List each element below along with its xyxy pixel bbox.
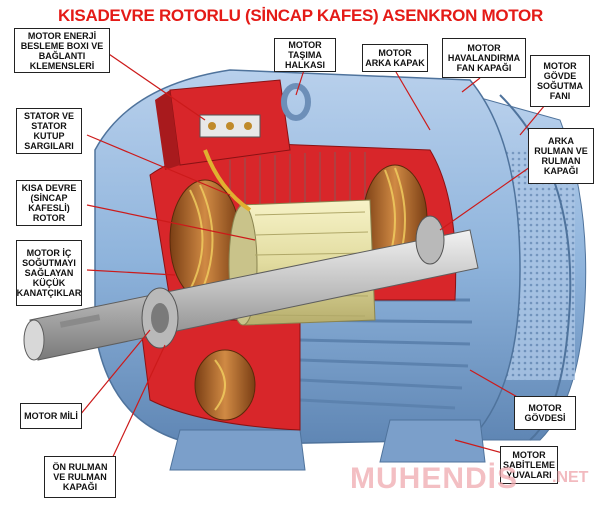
front-bearing <box>141 287 179 349</box>
motor-shaft <box>23 229 479 361</box>
label-rear-cover: MOTOR ARKA KAPAK <box>362 44 428 72</box>
watermark-text: MUHENDİS <box>350 462 519 495</box>
label-cooling-fan: MOTOR GÖVDE SOĞUTMA FANI <box>530 55 590 107</box>
watermark-suffix: .NET <box>552 469 589 486</box>
label-rotor: KISA DEVRE (SİNCAP KAFESLİ) ROTOR <box>16 180 82 226</box>
rear-bearing <box>415 215 445 265</box>
label-stator: STATOR VE STATOR KUTUP SARGILARI <box>16 108 82 154</box>
diagram-title: KISADEVRE ROTORLU (SİNCAP KAFES) ASENKRO… <box>58 6 543 25</box>
label-terminal-box: MOTOR ENERJİ BESLEME BOXI VE BAĞLANTI KL… <box>14 28 110 73</box>
terminal-box <box>155 79 291 212</box>
label-housing: MOTOR GÖVDESİ <box>514 396 576 430</box>
label-lifting-ring: MOTOR TAŞIMA HALKASI <box>274 38 336 72</box>
label-shaft: MOTOR MİLİ <box>20 403 82 429</box>
label-mounting-holes: MOTOR SABİTLEME YUVALARI <box>500 446 558 484</box>
lifting-ring <box>281 83 311 121</box>
label-inner-fins: MOTOR İÇ SOĞUTMAYI SAĞLAYAN KÜÇÜK KANATÇ… <box>16 240 82 306</box>
label-front-bearing: ÖN RULMAN VE RULMAN KAPAĞI <box>44 456 116 498</box>
label-rear-bearing: ARKA RULMAN VE RULMAN KAPAĞI <box>528 128 594 184</box>
label-fan-cover: MOTOR HAVALANDIRMA FAN KAPAĞI <box>442 38 526 78</box>
